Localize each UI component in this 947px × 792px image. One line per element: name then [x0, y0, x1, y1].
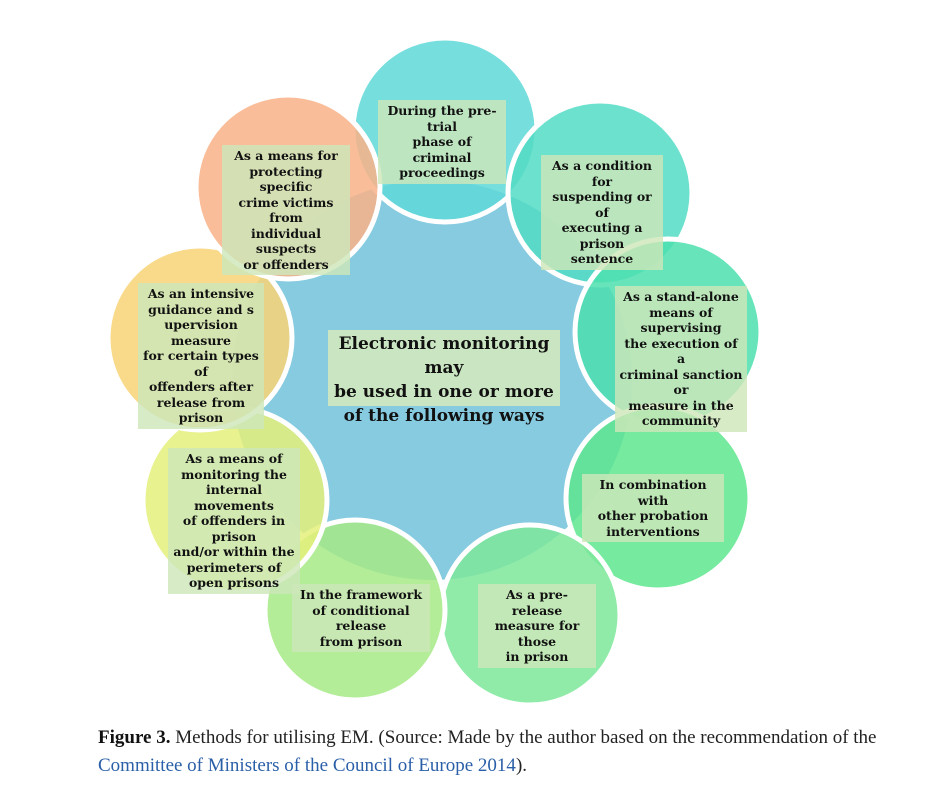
node-label-guidance: As an intensive guidance and s upervisio… [138, 283, 264, 429]
node-label-standalone: As a stand-alone means of supervising th… [615, 286, 747, 432]
figure-caption: Figure 3. Methods for utilising EM. (Sou… [98, 724, 928, 780]
caption-reference-link[interactable]: Committee of Ministers of the Council of… [98, 755, 516, 776]
node-label-combination: In combination with other probation inte… [582, 474, 724, 542]
figure-label: Figure 3. [98, 727, 171, 748]
caption-text-end: ). [515, 755, 528, 776]
node-label-internal: As a means of monitoring the internal mo… [168, 448, 300, 594]
node-label-pretrial: During the pre-trial phase of criminal p… [378, 100, 506, 184]
node-label-prerelease: As a pre-release measure for those in pr… [478, 584, 596, 668]
center-label: Electronic monitoring may be used in one… [328, 330, 560, 426]
caption-text: Methods for utilising EM. (Source: Made … [170, 727, 877, 748]
node-label-victims: As a means for protecting specific crime… [222, 145, 350, 275]
node-label-conditional: In the framework of conditional release … [292, 584, 430, 652]
node-label-suspending: As a condition for suspending or of exec… [541, 155, 663, 270]
